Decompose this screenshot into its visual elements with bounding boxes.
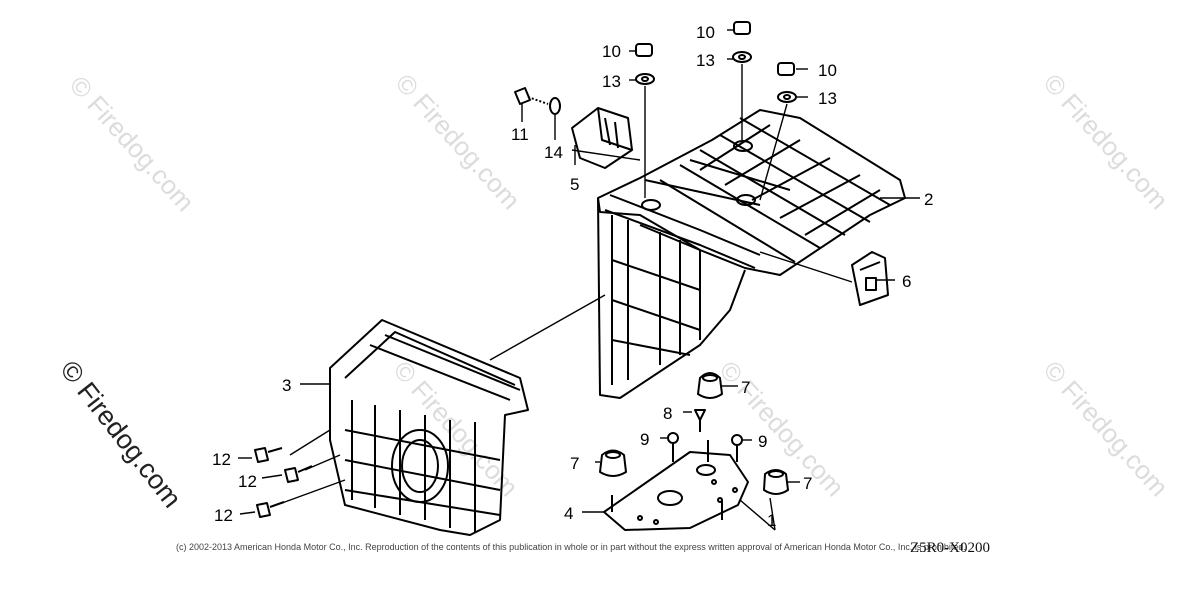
- callout-13-a: 13: [602, 72, 621, 91]
- diagram-code: Z5R0-X0200: [910, 540, 990, 556]
- callout-7-a: 7: [741, 378, 750, 397]
- callout-5: 5: [570, 175, 579, 194]
- part-2-bracket-tray: [597, 109, 906, 399]
- part-7-mounts: [599, 372, 789, 495]
- callout-7-b: 7: [570, 454, 579, 473]
- callout-1: 1: [767, 511, 776, 530]
- callout-13-b: 13: [696, 51, 715, 70]
- callout-8: 8: [663, 404, 672, 423]
- callout-14: 14: [544, 143, 563, 162]
- callout-9-a: 9: [640, 430, 649, 449]
- callout-10-a: 10: [602, 42, 621, 61]
- callout-10-b: 10: [696, 23, 715, 42]
- callout-11: 11: [511, 125, 529, 144]
- callout-6: 6: [902, 272, 911, 291]
- hardware-nuts-washers: [254, 21, 797, 518]
- part-4-base-plate: [603, 440, 749, 531]
- leader-lines: [238, 29, 920, 531]
- callout-13-c: 13: [818, 89, 837, 108]
- callout-4: 4: [564, 504, 573, 523]
- callout-12-a: 12: [212, 450, 231, 469]
- callout-10-c: 10: [818, 61, 837, 80]
- copyright-notice: (c) 2002-2013 American Honda Motor Co., …: [176, 542, 966, 552]
- callout-3: 3: [282, 376, 291, 395]
- callout-2: 2: [924, 190, 933, 209]
- callout-12-c: 12: [214, 506, 233, 525]
- callout-9-b: 9: [758, 432, 767, 451]
- part-5-clip: [571, 107, 633, 169]
- callout-12-b: 12: [238, 472, 257, 491]
- part-3-lower-case: [329, 319, 529, 536]
- part-6-small-bracket: [851, 251, 889, 306]
- callout-labels: 10 13 10 13 10 13 11 14 5 2 6 3 12 12 12…: [212, 23, 933, 530]
- callout-7-c: 7: [803, 474, 812, 493]
